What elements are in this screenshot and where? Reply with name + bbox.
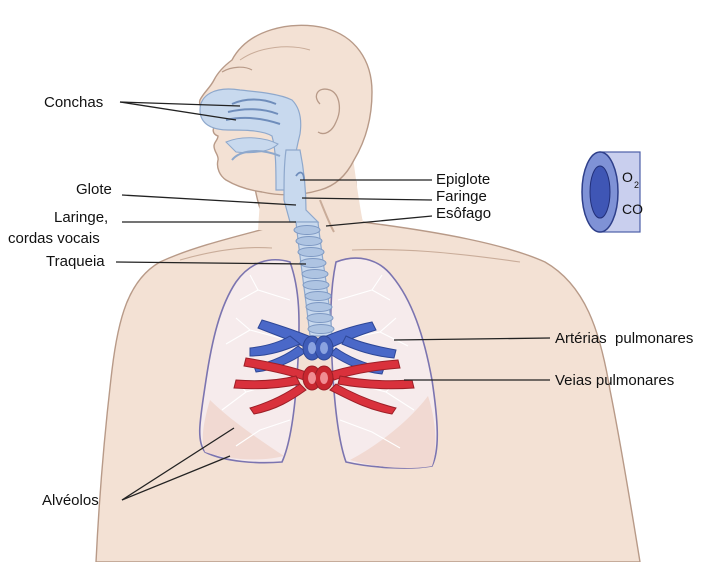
vessel-label-o2: O — [622, 169, 633, 185]
label-arterias-pulmonares: Artérias pulmonares — [555, 330, 693, 347]
blood-vessel-cross-section-icon: O 2 CO — [582, 152, 643, 232]
label-esofago: Esôfago — [436, 205, 491, 222]
label-alveolos: Alvéolos — [42, 492, 99, 509]
vessel-label-co: CO — [622, 201, 643, 217]
label-laringe-line1: Laringe, — [54, 209, 108, 226]
vessel-label-o2-subscript: 2 — [634, 180, 639, 190]
label-faringe: Faringe — [436, 188, 487, 205]
label-veias-pulmonares: Veias pulmonares — [555, 372, 674, 389]
label-glote: Glote — [76, 181, 112, 198]
label-laringe-line2: cordas vocais — [8, 230, 100, 247]
vessel-end-inner — [590, 166, 610, 218]
label-epiglote: Epiglote — [436, 171, 490, 188]
label-conchas: Conchas — [44, 94, 103, 111]
label-traqueia: Traqueia — [46, 253, 105, 270]
